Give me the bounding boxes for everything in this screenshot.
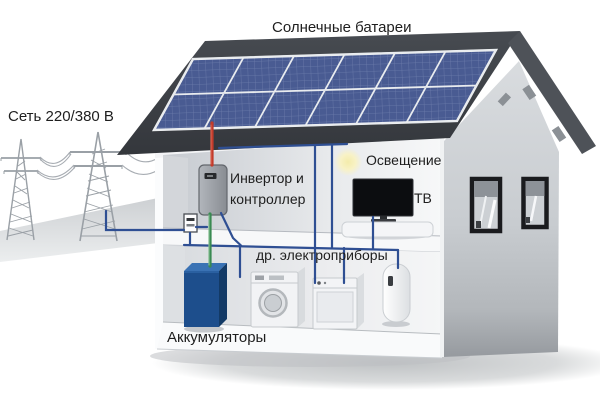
- inverter-icon: [198, 164, 228, 216]
- tv-icon: [352, 178, 414, 222]
- solar-panel-array-icon: [151, 48, 499, 132]
- rafter-block: [522, 84, 537, 101]
- window-icon: [521, 176, 549, 230]
- tv-cabinet: [341, 221, 434, 238]
- lighting-label: Освещение: [366, 152, 442, 168]
- window-icon: [469, 176, 503, 234]
- battery-bank-icon: [184, 263, 227, 333]
- power-pylon-large-icon: [69, 131, 127, 242]
- other-appliances-label: др. электроприборы: [256, 247, 388, 263]
- tv-label: ТВ: [414, 190, 432, 206]
- inverter-label: Инвертор и контроллер: [230, 170, 306, 207]
- water-heater-icon: [382, 263, 411, 327]
- electric-meter-icon: [183, 213, 198, 233]
- pv-wire: [210, 121, 214, 167]
- dishwasher-icon: [312, 273, 364, 330]
- ac-wires: [104, 142, 400, 285]
- solar-panels-label: Солнечные батареи: [272, 19, 412, 36]
- washing-machine-icon: [250, 267, 305, 328]
- light-bulb-icon: [334, 148, 362, 176]
- battery-wire: [208, 212, 212, 268]
- batteries-label: Аккумуляторы: [167, 329, 267, 346]
- house-right-wall: [443, 61, 567, 357]
- rafter-block: [497, 92, 512, 107]
- grid-label: Сеть 220/380 В: [8, 108, 114, 125]
- rafter-block: [551, 125, 567, 143]
- ground-band: [0, 198, 158, 262]
